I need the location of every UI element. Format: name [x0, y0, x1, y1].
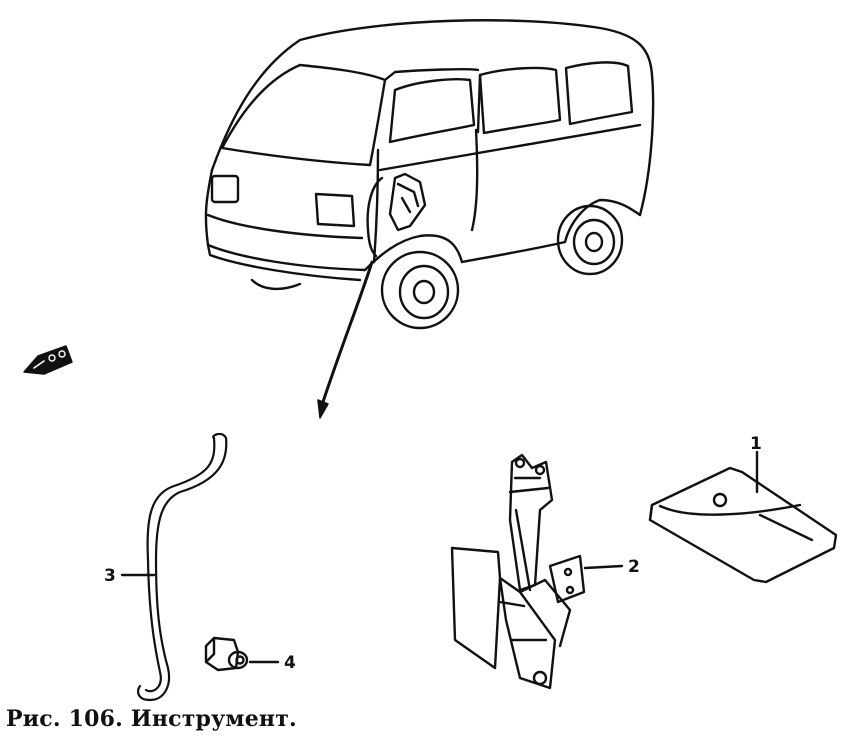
- jack-handle: [137, 432, 228, 702]
- callout-leader-2: [583, 564, 624, 570]
- callout-number-2: 2: [628, 557, 640, 577]
- clip: [204, 636, 249, 672]
- jack: [450, 453, 586, 690]
- forward-arrow-icon: [23, 345, 73, 375]
- figure-title: Инструмент.: [130, 706, 297, 732]
- figure-label: Рис. 106.: [6, 706, 123, 732]
- callout-number-3: 3: [104, 566, 116, 586]
- callout-number-4: 4: [284, 653, 296, 673]
- tool-bag: [648, 466, 838, 584]
- callout-number-1: 1: [750, 434, 762, 454]
- leader-line: [320, 260, 374, 407]
- figure-caption: Рис. 106. Инструмент.: [6, 706, 297, 732]
- van-illustration: [204, 19, 655, 419]
